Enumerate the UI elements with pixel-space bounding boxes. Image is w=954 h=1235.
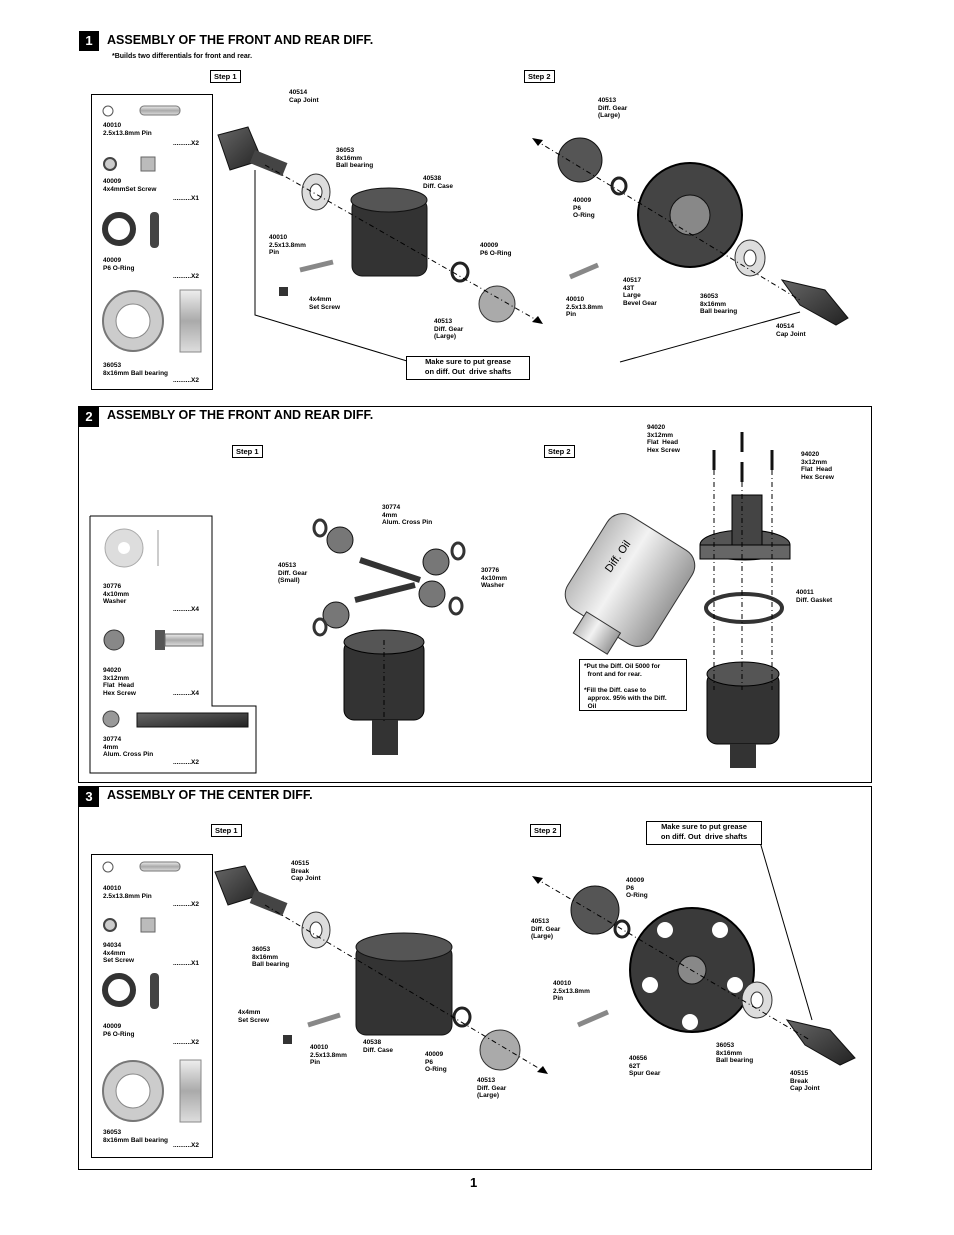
s1-callout: 40514 Cap Joint <box>776 323 806 338</box>
section3-frame <box>78 786 872 1170</box>
section3-title: ASSEMBLY OF THE CENTER DIFF. <box>107 788 313 802</box>
s1-callout: 40009 P6 O-Ring <box>573 197 595 219</box>
s1-callout: 36053 8x16mm Ball bearing <box>336 147 374 169</box>
s3-callout: 40009 P6 O-Ring <box>626 877 648 899</box>
section2-step1-tag: Step 1 <box>232 445 263 458</box>
s3-callout: 40538 Diff. Case <box>363 1039 393 1054</box>
s2-parts-frame <box>89 515 257 774</box>
s1-part-pin: 40010 2.5x13.8mm Pin <box>103 122 152 137</box>
s1-part-setscrew: 40009 4x4mmSet Screw <box>103 178 157 193</box>
s2-callout: 40011 Diff. Gasket <box>796 589 833 604</box>
s3-part-oring-qty: ..........X2 <box>173 1039 200 1046</box>
section1-number: 1 <box>79 31 99 51</box>
s1-parts-icons <box>102 105 202 353</box>
s2-part-washer-qty: ..........X4 <box>173 606 200 613</box>
s3-callout: 40513 Diff. Gear (Large) <box>531 918 561 940</box>
s3-callout: 40010 2.5x13.8mm Pin <box>553 980 590 1002</box>
s3-callout: 4x4mm Set Screw <box>238 1009 270 1024</box>
s3-part-setscrew: 94034 4x4mm Set Screw <box>103 942 135 964</box>
s3-part-setscrew-qty: ..........X1 <box>173 960 200 967</box>
section2-frame <box>78 406 872 783</box>
s2-callout: 40513 Diff. Gear (Small) <box>278 562 308 584</box>
s2-callout: 94020 3x12mm Flat Head Hex Screw <box>647 424 680 454</box>
s3-part-bearing: 36053 8x16mm Ball bearing <box>103 1129 169 1144</box>
s1-step1-drawing <box>217 126 543 362</box>
s1-part-oring: 40009 P6 O-Ring <box>103 257 135 272</box>
s3-callout: 40515 Break Cap Joint <box>790 1070 820 1092</box>
s2-callout: 30776 4x10mm Washer <box>481 567 508 589</box>
s1-callout: 4x4mm Set Screw <box>309 296 341 311</box>
s2-oil-tip: *Put the Diff. Oil 5000 for front and fo… <box>579 659 687 711</box>
s2-step2-drawing <box>564 432 791 768</box>
s3-callout: 40515 Break Cap Joint <box>291 860 321 882</box>
s3-part-bearing-qty: ..........X2 <box>173 1142 200 1149</box>
s3-grease-note: Make sure to put grease on diff. Out dri… <box>646 821 762 845</box>
section1-step1-tag: Step 1 <box>210 70 241 83</box>
s3-callout: 36053 8x16mm Ball bearing <box>252 946 290 968</box>
s2-callout: 30774 4mm Alum. Cross Pin <box>382 504 433 526</box>
s2-part-screw: 94020 3x12mm Flat Head Hex Screw <box>103 667 136 697</box>
section1-step2-tag: Step 2 <box>524 70 555 83</box>
section1-parts-box <box>91 94 213 390</box>
s3-callout: 36053 8x16mm Ball bearing <box>716 1042 754 1064</box>
s1-callout: 40010 2.5x13.8mm Pin <box>269 234 306 256</box>
s3-part-pin-qty: ..........X2 <box>173 901 200 908</box>
s3-callout: 40513 Diff. Gear (Large) <box>477 1077 507 1099</box>
s1-part-pin-qty: ..........X2 <box>173 140 200 147</box>
s3-callout: 40656 62T Spur Gear <box>629 1055 661 1077</box>
section3-number: 3 <box>79 787 99 807</box>
s1-part-setscrew-qty: ..........X1 <box>173 195 200 202</box>
s2-part-crosspin-qty: ..........X2 <box>173 759 200 766</box>
s1-grease-note: Make sure to put grease on diff. Out dri… <box>406 356 530 380</box>
section1-subtitle: *Builds two differentials for front and … <box>112 53 253 60</box>
section3-step2-tag: Step 2 <box>530 824 561 837</box>
section2-number: 2 <box>79 407 99 427</box>
s2-part-washer: 30776 4x10mm Washer <box>103 583 130 605</box>
s2-step1-drawing <box>312 518 466 755</box>
s2-parts-icons <box>102 528 249 728</box>
s3-step1-drawing <box>214 865 548 1074</box>
section2-title: ASSEMBLY OF THE FRONT AND REAR DIFF. <box>107 408 374 422</box>
s1-step2-drawing <box>532 137 849 363</box>
s3-callout: 40009 P6 O-Ring <box>425 1051 447 1073</box>
section1-title: ASSEMBLY OF THE FRONT AND REAR DIFF. <box>107 33 374 47</box>
s1-part-bearing: 36053 8x16mm Ball bearing <box>103 362 169 377</box>
s3-callout: 40010 2.5x13.8mm Pin <box>310 1044 347 1066</box>
s1-callout: 40010 2.5x13.8mm Pin <box>566 296 603 318</box>
s1-callout: 40513 Diff. Gear (Large) <box>598 97 628 119</box>
s3-part-oring: 40009 P6 O-Ring <box>103 1023 135 1038</box>
s1-callout: 40514 Cap Joint <box>289 89 319 104</box>
section3-parts-box <box>91 854 213 1158</box>
s2-callout: 94020 3x12mm Flat Head Hex Screw <box>801 451 834 481</box>
s1-callout: 40009 P6 O-Ring <box>480 242 512 257</box>
page-number: 1 <box>470 1175 478 1190</box>
s2-part-screw-qty: ..........X4 <box>173 690 200 697</box>
s1-callout: 40538 Diff. Case <box>423 175 453 190</box>
s1-callout: 36053 8x16mm Ball bearing <box>700 293 738 315</box>
s1-callout: 40517 43T Large Bevel Gear <box>623 277 657 307</box>
s1-part-oring-qty: ..........X2 <box>173 273 200 280</box>
section2-step2-tag: Step 2 <box>544 445 575 458</box>
s3-parts-icons <box>102 861 202 1123</box>
s2-part-crosspin: 30774 4mm Alum. Cross Pin <box>103 736 154 758</box>
section3-step1-tag: Step 1 <box>211 824 242 837</box>
s1-part-bearing-qty: ..........X2 <box>173 377 200 384</box>
s3-part-pin: 40010 2.5x13.8mm Pin <box>103 885 152 900</box>
s3-step2-drawing <box>532 841 856 1066</box>
s1-callout: 40513 Diff. Gear (Large) <box>434 318 464 340</box>
